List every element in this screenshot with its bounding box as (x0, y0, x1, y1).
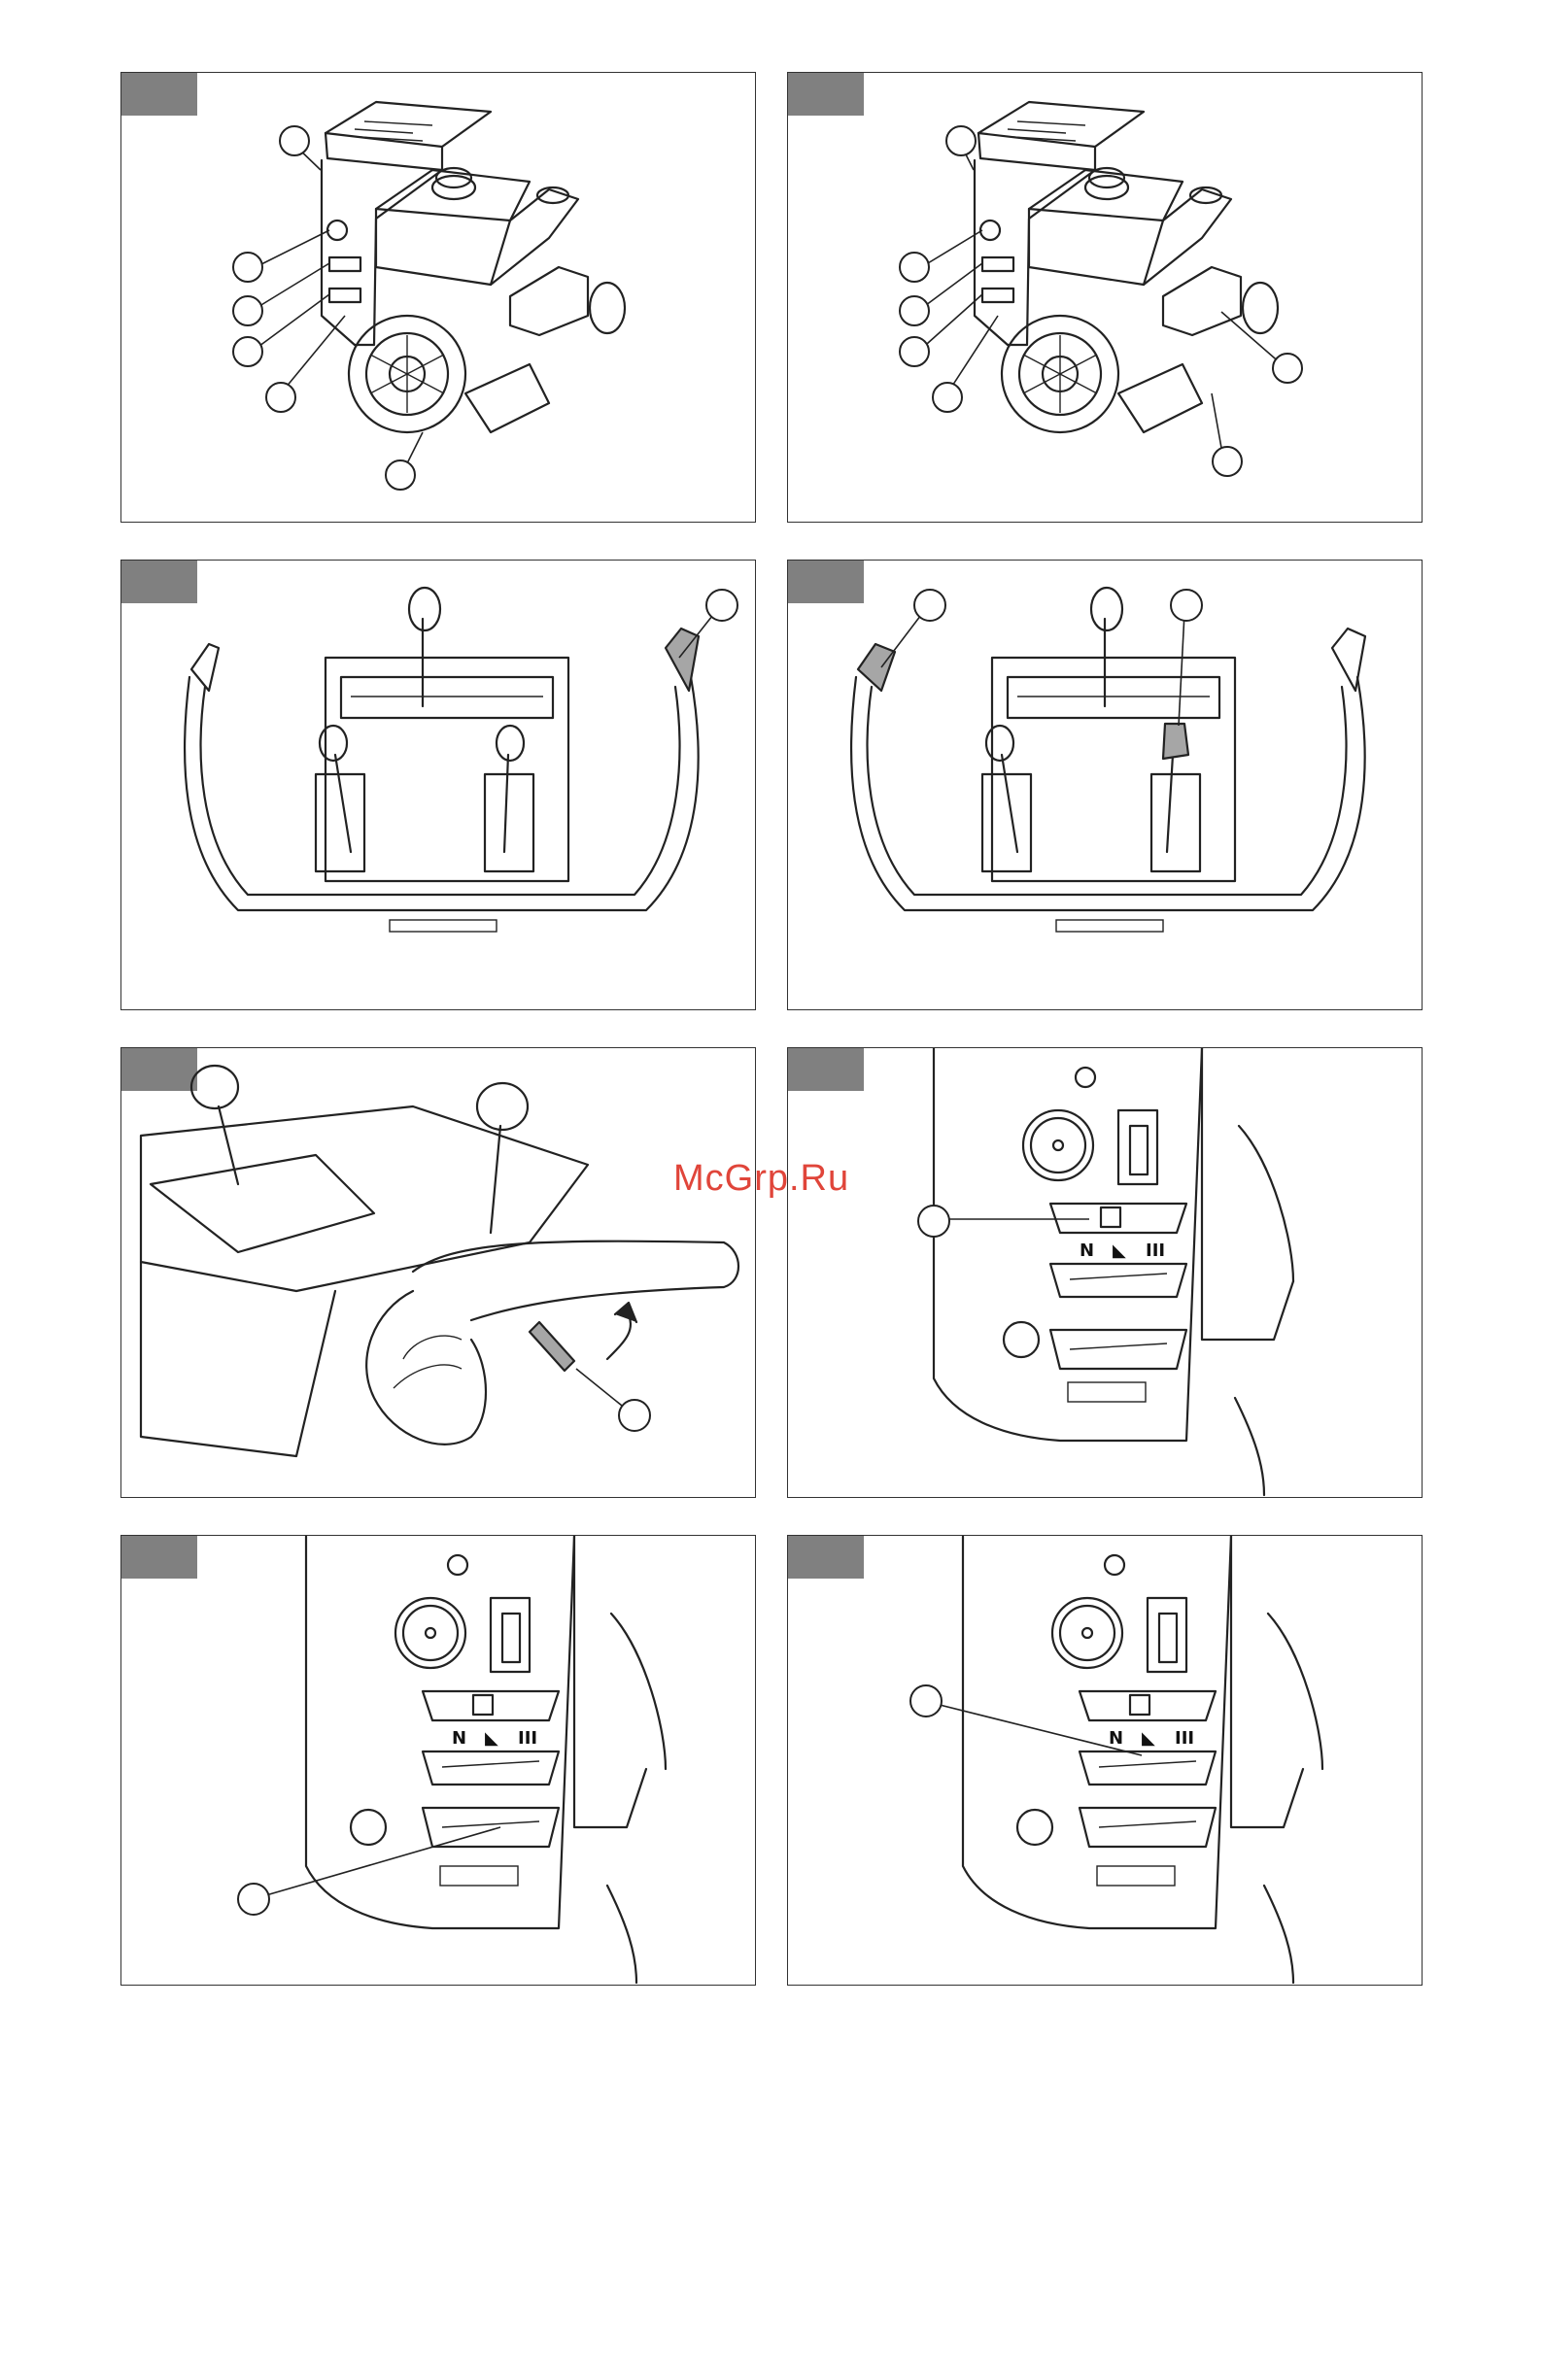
lever-label-mid: ◣ (1142, 1728, 1155, 1749)
callout-5 (266, 383, 295, 412)
callout-6 (1213, 447, 1242, 476)
handlebar-illustration (121, 561, 756, 1010)
callout-1 (238, 1884, 269, 1915)
figure-handlebar-left-grip (787, 560, 1423, 1010)
callout-3 (233, 296, 262, 325)
callout-1 (918, 1206, 949, 1237)
figure-hand-on-lever (120, 1047, 756, 1498)
engine-illustration (121, 73, 756, 523)
lever-label-full: III (1175, 1728, 1194, 1749)
lever-label-mid: ◣ (1113, 1241, 1126, 1261)
callout-2 (1171, 590, 1202, 621)
callout-4 (900, 337, 929, 366)
callout-1 (914, 590, 945, 621)
callout-1 (910, 1685, 942, 1717)
figure-control-panel-top: N ◣ III (787, 1047, 1423, 1498)
callout-1 (946, 126, 976, 155)
lever-label-full: III (518, 1728, 537, 1749)
callout-2 (233, 253, 262, 282)
callout-1 (706, 590, 737, 621)
callout-5 (933, 383, 962, 412)
watermark: McGrp.Ru (673, 1158, 849, 1200)
callout-1 (619, 1400, 650, 1431)
lever-label-n: N (1080, 1241, 1094, 1261)
lever-label-n: N (1109, 1728, 1123, 1749)
figure-control-panel-bottom: N ◣ III (120, 1535, 756, 1986)
callout-3 (900, 296, 929, 325)
callout-7 (1273, 354, 1302, 383)
lever-label-mid: ◣ (485, 1728, 498, 1749)
figure-control-panel-middle: N ◣ III (787, 1535, 1423, 1986)
lever-label-full: III (1146, 1241, 1165, 1261)
callout-6 (386, 460, 415, 490)
handlebar-illustration (788, 561, 1423, 1010)
engine-illustration (788, 73, 1423, 523)
control-panel-illustration: N ◣ III (788, 1048, 1423, 1498)
control-panel-illustration: N ◣ III (788, 1536, 1423, 1986)
control-panel-illustration: N ◣ III (121, 1536, 756, 1986)
lever-label-n: N (452, 1728, 466, 1749)
figure-engine-right (787, 72, 1423, 523)
hand-lever-illustration (121, 1048, 756, 1498)
callout-2 (900, 253, 929, 282)
figure-handlebar-right-grip (120, 560, 756, 1010)
callout-1 (280, 126, 309, 155)
callout-4 (233, 337, 262, 366)
figure-engine-left (120, 72, 756, 523)
